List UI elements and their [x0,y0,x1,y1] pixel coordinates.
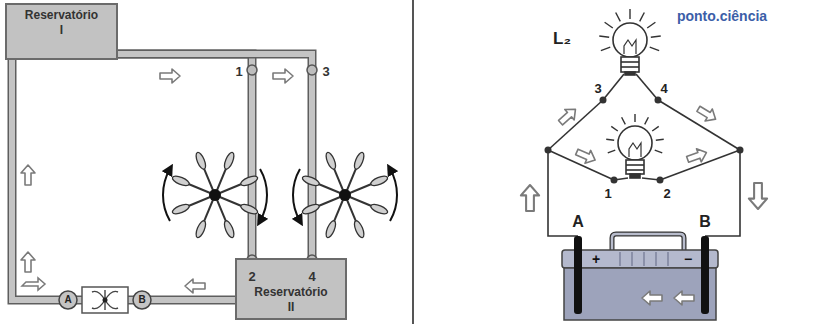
terminal-label: A [572,214,584,230]
callout-number: 3 [322,65,329,78]
pump-port: A [64,295,71,305]
polarity-sign: − [684,252,692,266]
polarity-sign: + [592,252,600,266]
circuit-wire [548,74,740,236]
lamp [618,126,652,178]
reservoir-label: Reservatório I [25,8,98,38]
pump [59,287,151,313]
pipe [12,58,237,300]
reservoir-label: Reservatório II [254,285,327,315]
flow-arrow [521,103,767,305]
watermark: ponto.ciência [677,9,767,23]
point-number: 4 [660,82,667,95]
callout-number: 4 [308,270,315,283]
junction-dot [545,97,744,184]
turbine [163,151,397,239]
pipe [116,54,312,260]
callout-number: 2 [248,270,255,283]
point-number: 1 [604,187,611,200]
battery [562,234,718,320]
point-number: 3 [594,82,601,95]
terminal-label: B [699,214,711,230]
callout-number: 1 [235,65,242,78]
lamp [613,23,647,75]
lamp-label: L₂ [553,30,571,47]
point-number: 2 [663,187,670,200]
pipe-joints [247,65,317,265]
pipe [116,54,252,260]
divider [412,0,414,324]
reservoir-box: Reservatório I [5,3,118,60]
pump-port: B [138,295,145,305]
reservoir-box: Reservatório II [235,258,347,320]
